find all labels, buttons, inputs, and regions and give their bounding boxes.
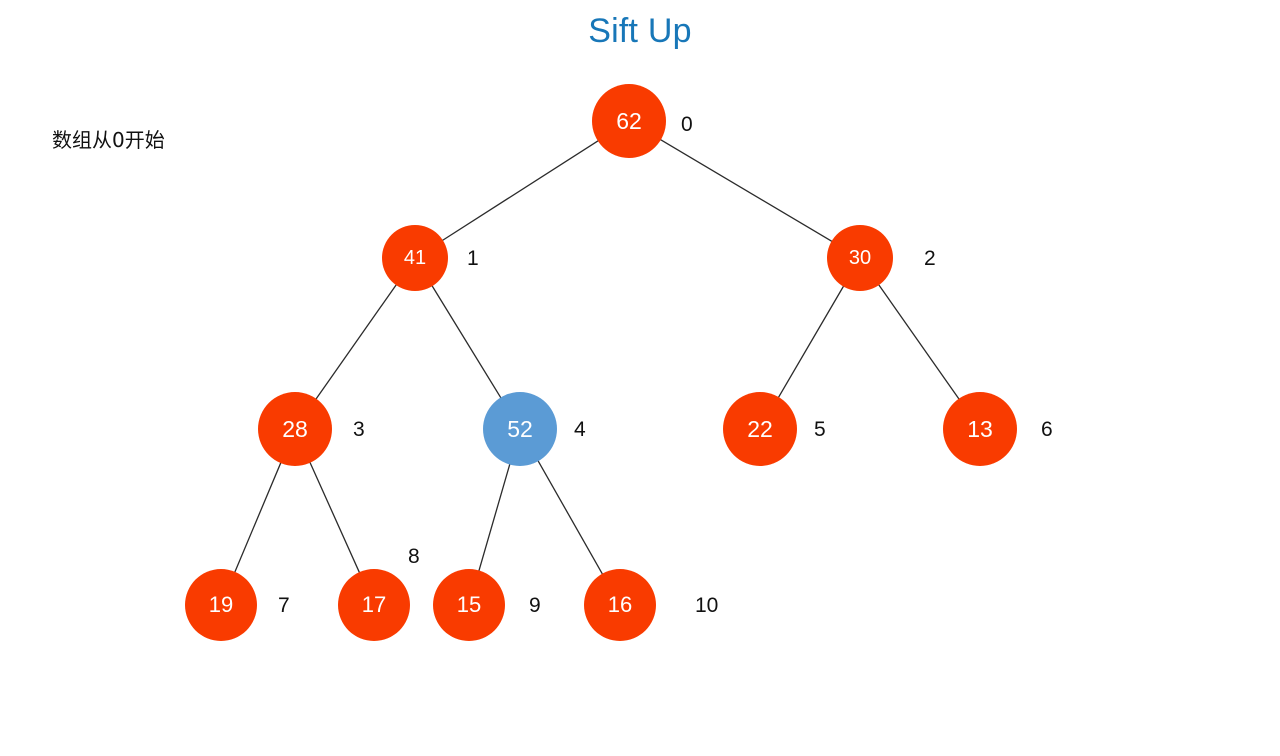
tree-edge <box>478 463 511 572</box>
array-start-note: 数组从0开始 <box>52 128 165 152</box>
tree-edge <box>877 283 960 400</box>
tree-node-value: 19 <box>208 592 234 617</box>
tree-edge <box>777 285 845 399</box>
tree-node-index-label-7: 7 <box>278 594 290 617</box>
tree-node-index-label-3: 3 <box>353 418 365 441</box>
tree-node-8[interactable]: 17 <box>338 569 410 641</box>
tree-node-6[interactable]: 13 <box>943 392 1017 466</box>
tree-edge <box>233 461 282 573</box>
tree-node-value: 22 <box>747 415 773 442</box>
tree-edge <box>537 459 604 575</box>
tree-node-value: 15 <box>456 592 482 617</box>
tree-node-0[interactable]: 62 <box>592 84 666 158</box>
tree-edge <box>309 461 361 574</box>
tree-node-3[interactable]: 28 <box>258 392 332 466</box>
tree-edge <box>431 284 502 399</box>
tree-node-1[interactable]: 41 <box>382 225 448 291</box>
tree-node-2[interactable]: 30 <box>827 225 893 291</box>
tree-node-index-label-1: 1 <box>467 247 479 270</box>
page-title: Sift Up <box>588 12 692 50</box>
tree-edge <box>315 283 398 400</box>
tree-node-5[interactable]: 22 <box>723 392 797 466</box>
tree-node-index-label-5: 5 <box>814 418 826 441</box>
tree-node-9[interactable]: 15 <box>433 569 505 641</box>
tree-node-index-label-2: 2 <box>924 247 936 270</box>
tree-node-value: 17 <box>361 592 387 617</box>
tree-edge <box>441 139 600 242</box>
tree-node-index-label-0: 0 <box>681 113 693 136</box>
tree-node-value: 28 <box>282 415 308 442</box>
tree-node-10[interactable]: 16 <box>584 569 656 641</box>
tree-node-index-label-10: 10 <box>695 594 719 617</box>
tree-node-7[interactable]: 19 <box>185 569 257 641</box>
tree-node-value: 62 <box>616 107 642 134</box>
tree-node-4[interactable]: 52 <box>483 392 557 466</box>
tree-node-value: 52 <box>507 415 533 442</box>
tree-node-value: 41 <box>403 247 427 269</box>
tree-node-index-label-4: 4 <box>574 418 586 441</box>
tree-node-index-label-9: 9 <box>529 594 541 617</box>
tree-node-value: 16 <box>607 592 633 617</box>
tree-node-value: 30 <box>848 247 872 269</box>
tree-node-index-label-8: 8 <box>408 545 420 568</box>
tree-node-index-label-6: 6 <box>1041 418 1053 441</box>
tree-edge <box>659 138 833 243</box>
tree-node-value: 13 <box>967 415 993 442</box>
